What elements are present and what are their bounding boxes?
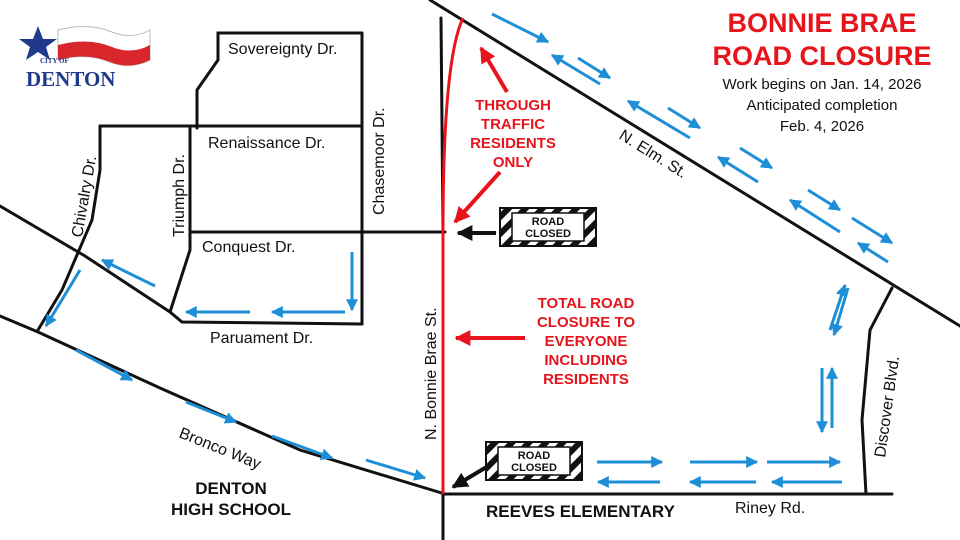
title-block: BONNIE BRAE ROAD CLOSURE Work begins on …: [712, 8, 931, 135]
sign-top-line1: ROAD: [532, 216, 564, 228]
detour-arrow: [577, 56, 612, 80]
label-chasemoor-dr: Chasemoor Dr.: [371, 107, 388, 215]
logo-flag-red: [58, 41, 150, 66]
n-elm-st-road: [428, 0, 960, 328]
detour-arrow: [788, 198, 841, 234]
detour-arrow: [550, 53, 601, 86]
detour-arrow: [271, 434, 334, 460]
through-up-arrow: [479, 46, 509, 94]
total-line1: TOTAL ROAD: [538, 295, 635, 312]
discover-blvd-road: [860, 286, 894, 496]
schedule-line2: Anticipated completion: [747, 97, 898, 114]
sign-bottom-line1: ROAD: [518, 450, 550, 462]
paruament-dr-road: [168, 310, 364, 326]
label-sovereignty-dr: Sovereignty Dr.: [228, 41, 337, 58]
city-of-denton-logo: CITY OF DENTON: [19, 26, 151, 91]
diagonal-road-upper: [0, 204, 172, 314]
bronco-way-road: [0, 314, 447, 496]
detour-arrow: [365, 458, 427, 481]
detour-arrows: [44, 12, 894, 488]
road-closed-sign-bottom: ROAD CLOSED: [485, 441, 583, 481]
detour-arrow: [807, 188, 842, 212]
detour-arrow: [716, 155, 759, 184]
closure-callout-arrows: [453, 46, 525, 346]
detour-arrow: [491, 12, 550, 44]
landmark-high-school-line2: HIGH SCHOOL: [171, 500, 291, 519]
logo-city-of: CITY OF: [40, 57, 69, 65]
detour-arrow: [75, 348, 134, 382]
schedule-line3: Feb. 4, 2026: [780, 118, 864, 135]
through-traffic-callout: THROUGH TRAFFIC RESIDENTS ONLY: [470, 97, 556, 171]
sign-bottom-line2: CLOSED: [511, 462, 557, 474]
schedule-line1: Work begins on Jan. 14, 2026: [722, 76, 921, 93]
label-paruament-dr: Paruament Dr.: [210, 330, 313, 347]
detour-arrow: [626, 99, 691, 140]
bonnie-brae-closure-line: [441, 17, 465, 494]
title-line2: ROAD CLOSURE: [712, 41, 931, 71]
detour-arrow: [828, 283, 848, 331]
through-line4: ONLY: [493, 154, 533, 171]
through-line3: RESIDENTS: [470, 135, 556, 152]
total-closure-callout: TOTAL ROAD CLOSURE TO EVERYONE INCLUDING…: [537, 295, 635, 388]
road-closed-sign-top: ROAD CLOSED: [499, 207, 597, 247]
chivalry-dr-road: [36, 124, 102, 332]
detour-arrow: [856, 241, 889, 264]
label-renaissance-dr: Renaissance Dr.: [208, 135, 325, 152]
title-line1: BONNIE BRAE: [727, 8, 916, 38]
sovereignty-dr-road: [195, 31, 364, 130]
landmark-reeves-elementary: REEVES ELEMENTARY: [486, 502, 676, 521]
detour-arrow: [851, 216, 894, 245]
total-line2: CLOSURE TO: [537, 314, 635, 331]
logo-denton: DENTON: [26, 67, 115, 91]
star-icon: [19, 26, 57, 60]
through-line2: TRAFFIC: [481, 116, 545, 133]
label-n-bonnie-brae-st: N. Bonnie Brae St.: [423, 307, 440, 440]
label-riney-rd: Riney Rd.: [735, 500, 805, 517]
label-conquest-dr: Conquest Dr.: [202, 239, 295, 256]
total-line5: RESIDENTS: [543, 371, 629, 388]
detour-arrow: [667, 106, 702, 130]
triumph-dr-road: [168, 124, 192, 314]
total-line3: EVERYONE: [545, 333, 628, 350]
total-line4: INCLUDING: [544, 352, 627, 369]
detour-arrow: [100, 258, 156, 288]
detour-arrow: [44, 269, 82, 328]
detour-arrow: [185, 400, 238, 424]
sign-top-line2: CLOSED: [525, 228, 571, 240]
through-down-arrow: [453, 170, 502, 224]
label-triumph-dr: Triumph Dr.: [171, 154, 188, 237]
through-line1: THROUGH: [475, 97, 551, 114]
detour-arrow: [739, 146, 774, 170]
label-discover-blvd: Discover Blvd.: [872, 355, 903, 459]
label-bronco-way: Bronco Way: [177, 425, 264, 473]
detour-arrow: [831, 287, 850, 337]
landmark-high-school-line1: DENTON: [195, 479, 266, 498]
